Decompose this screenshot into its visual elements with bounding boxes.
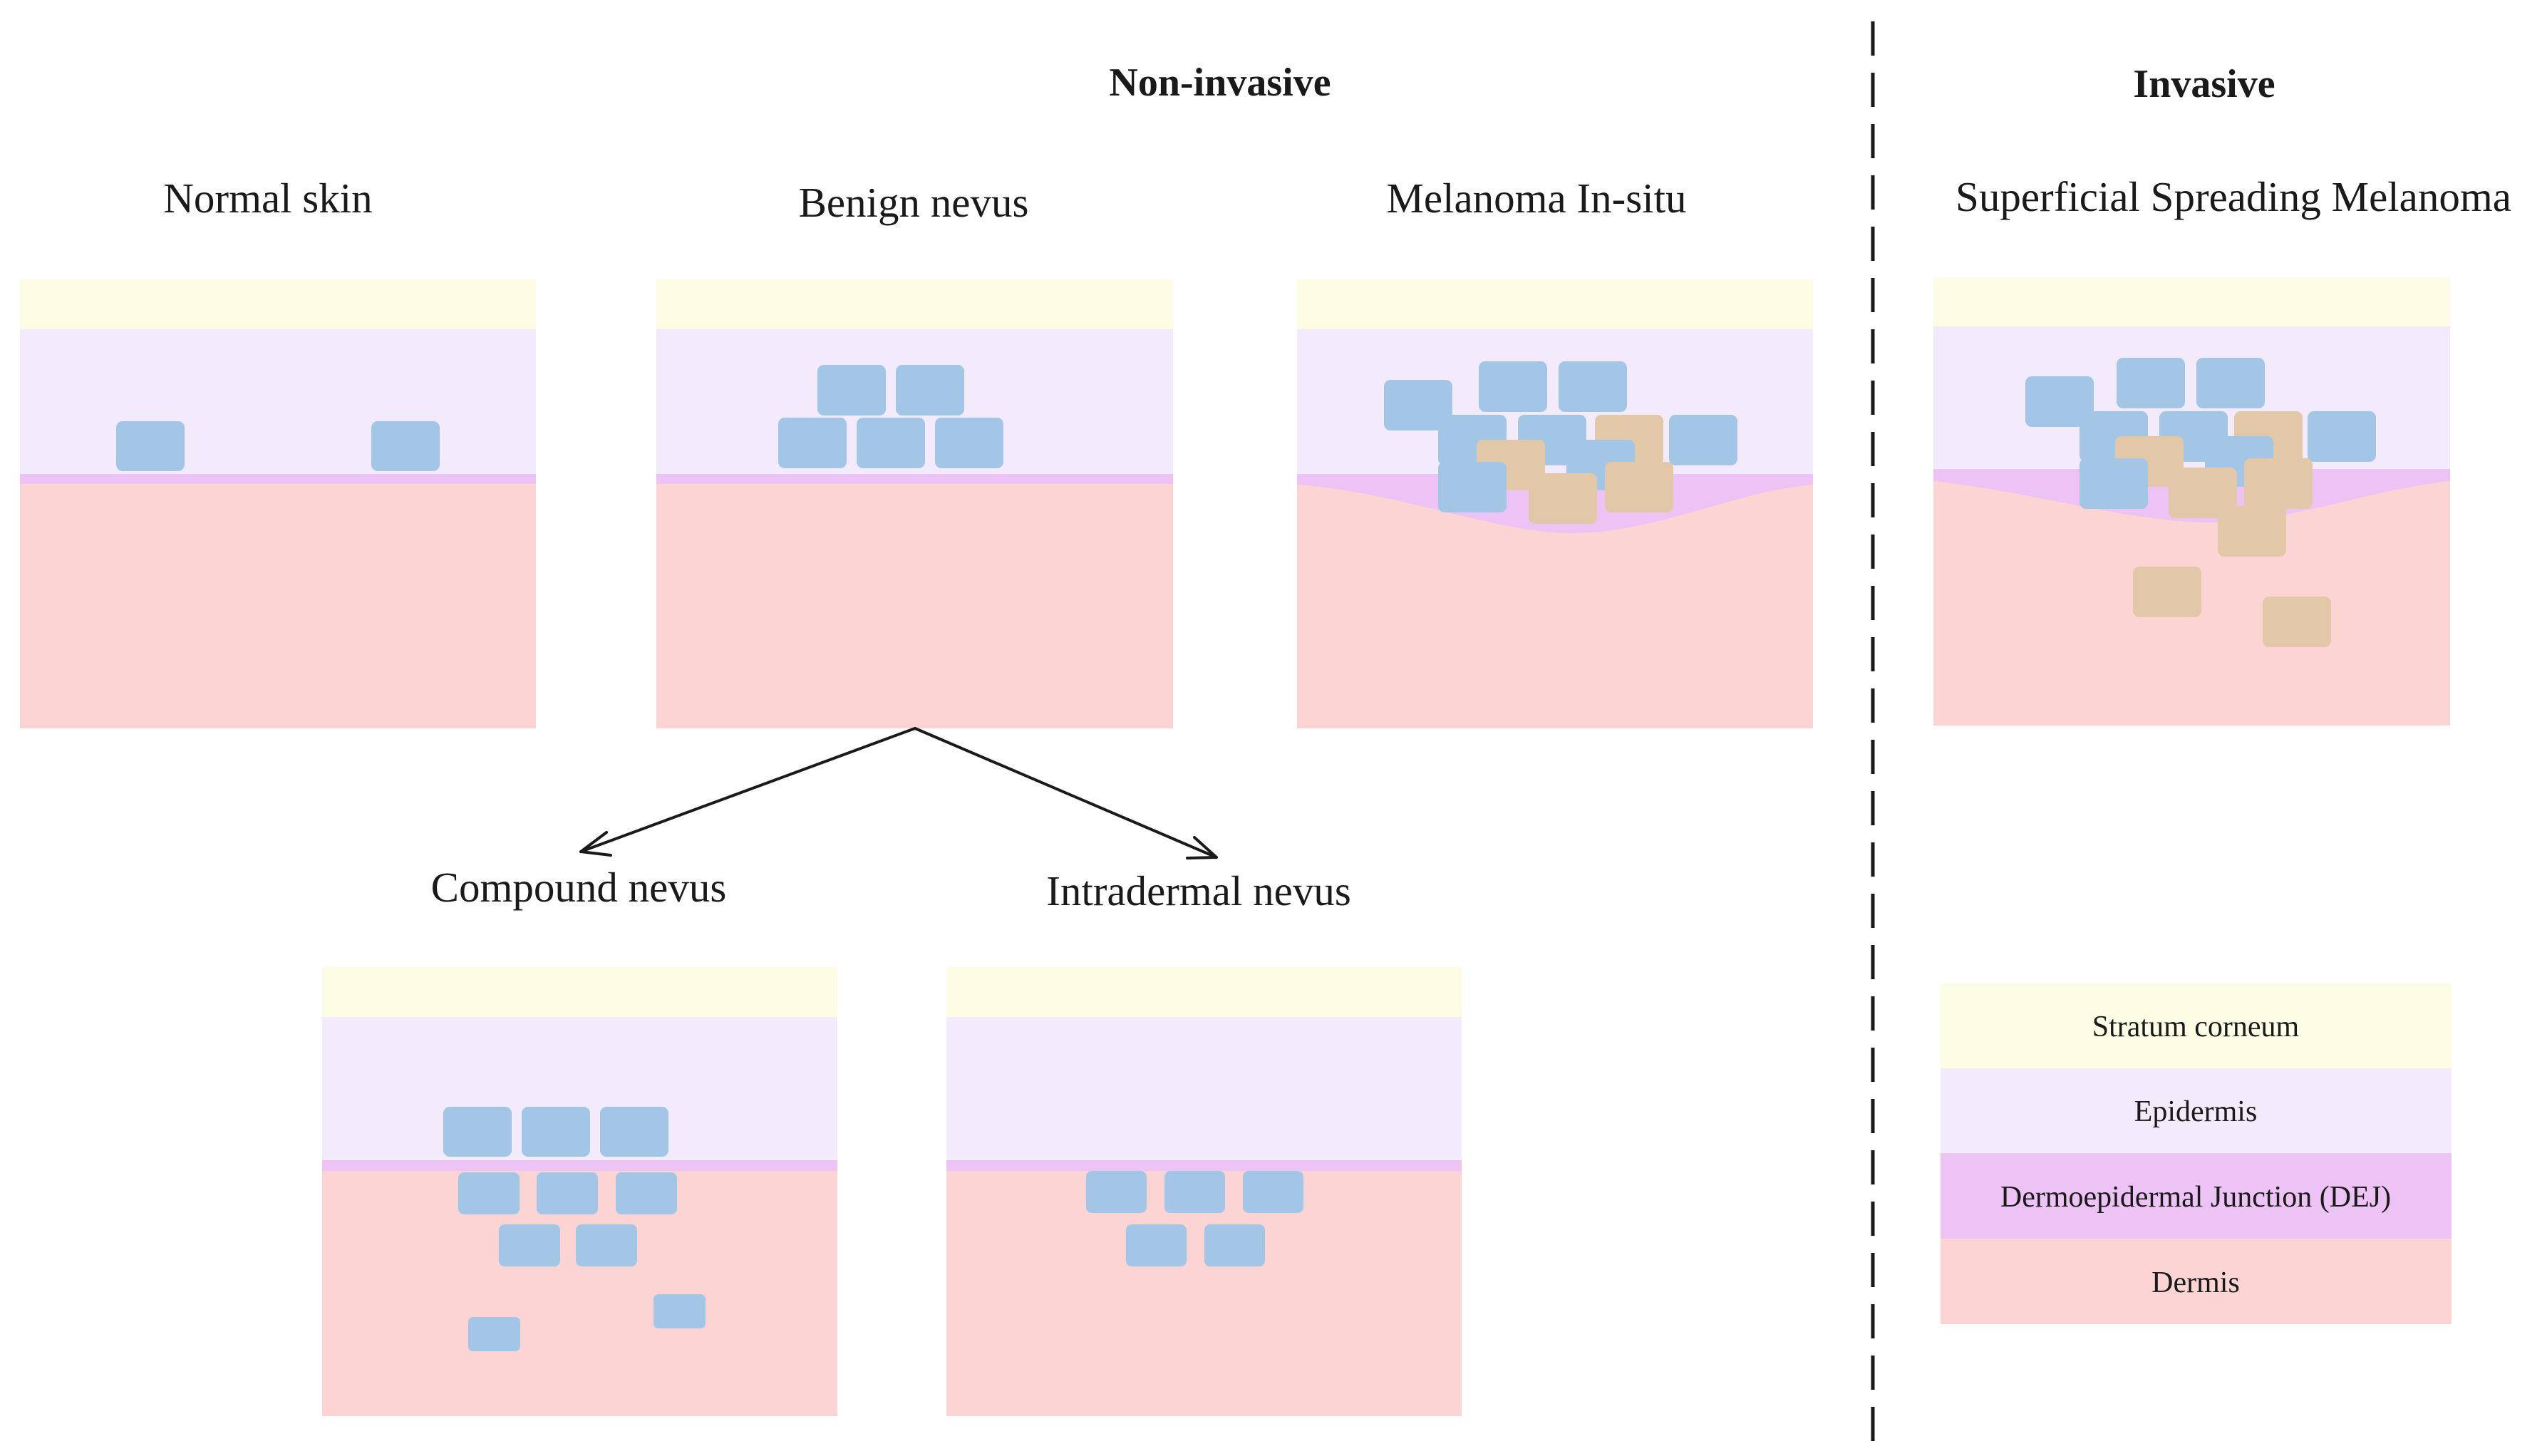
panel-title-normal-skin: Normal skin <box>163 175 372 222</box>
dermis-layer <box>656 484 1173 728</box>
section-title-invasive: Invasive <box>2133 62 2275 106</box>
panel-benign-nevus <box>656 279 1173 728</box>
melanoma-cell <box>2133 567 2201 617</box>
legend-swatch-dermis <box>1941 1239 2452 1324</box>
nevus-cell <box>1086 1171 1147 1213</box>
panel-title-melanoma-in-situ: Melanoma In-situ <box>1386 175 1686 222</box>
melanoma-cell <box>1605 462 1673 512</box>
nevus-cell <box>857 418 925 468</box>
stratum-corneum-layer <box>322 967 837 1017</box>
panel-intradermal-nevus <box>946 967 1462 1416</box>
dej-layer <box>946 1160 1462 1171</box>
nevus-cell <box>522 1107 590 1157</box>
stratum-corneum-layer <box>1297 279 1813 329</box>
panel-normal-skin <box>20 279 536 728</box>
nevus-cell <box>653 1294 706 1328</box>
panel-title-superficial-spreading-melanoma: Superficial Spreading Melanoma <box>1956 173 2511 220</box>
nevus-cell <box>600 1107 668 1157</box>
nevus-cell <box>1204 1224 1265 1266</box>
legend-label-dermis: Dermis <box>2151 1266 2240 1299</box>
nevus-cell <box>1559 361 1627 412</box>
section-title-non-invasive: Non-invasive <box>1109 61 1331 105</box>
nevus-cell <box>468 1317 520 1351</box>
stratum-corneum-layer <box>20 279 536 329</box>
nevus-cell <box>371 421 440 471</box>
legend-label-dej: Dermoepidermal Junction (DEJ) <box>2000 1181 2391 1214</box>
nevus-cell <box>2117 358 2185 408</box>
panel-title-benign-nevus: Benign nevus <box>799 179 1029 226</box>
nevus-cell <box>458 1172 520 1214</box>
melanoma-cell <box>1529 473 1597 524</box>
nevus-cell <box>576 1224 637 1266</box>
layer-legend: Stratum corneum Epidermis Dermoepidermal… <box>1941 983 2452 1324</box>
panel-compound-nevus <box>322 967 837 1416</box>
nevus-cell <box>1164 1171 1225 1213</box>
epidermis-layer <box>20 329 536 474</box>
stratum-corneum-layer <box>656 279 1173 329</box>
panel-melanoma-in-situ <box>1297 279 1813 728</box>
dej-layer <box>322 1160 837 1171</box>
legend-swatch-dej <box>1941 1153 2452 1239</box>
legend-label-stratum-corneum: Stratum corneum <box>2092 1011 2300 1043</box>
nevus-cell <box>1243 1171 1303 1213</box>
stratum-corneum-layer <box>946 967 1462 1017</box>
nevus-cell <box>1384 380 1452 430</box>
nevus-cell <box>935 418 1003 468</box>
dej-layer <box>656 474 1173 484</box>
epidermis-layer <box>946 1017 1462 1160</box>
nevus-cell <box>1479 361 1547 412</box>
nevus-cell <box>1669 415 1737 465</box>
melanoma-cell <box>2263 597 2331 647</box>
nevus-cell <box>896 365 964 415</box>
legend-swatch-epidermis <box>1941 1068 2452 1153</box>
nevus-cell <box>2025 376 2094 427</box>
panel-title-compound-nevus: Compound nevus <box>431 864 727 911</box>
nevus-cell <box>616 1172 677 1214</box>
nevus-cell <box>116 421 185 471</box>
nevus-cell <box>537 1172 598 1214</box>
nevus-cell <box>1438 462 1507 512</box>
panel-superficial-spreading-melanoma <box>1933 278 2450 726</box>
nevus-cell <box>2196 358 2265 408</box>
nevus-cell <box>2308 411 2376 462</box>
legend-swatch-stratum-corneum <box>1941 983 2452 1068</box>
arrow-to-intradermal-nevus <box>914 727 1218 859</box>
nevus-cell <box>1126 1224 1187 1266</box>
branch-arrows <box>579 727 1218 859</box>
nevus-cell <box>2080 458 2148 509</box>
arrow-to-compound-nevus <box>579 727 916 857</box>
dermis-layer <box>20 484 536 728</box>
dermis-layer <box>1297 485 1813 728</box>
melanoma-cell <box>2169 468 2237 518</box>
stratum-corneum-layer <box>1933 278 2450 326</box>
legend-label-epidermis: Epidermis <box>2134 1095 2258 1128</box>
dej-layer <box>20 474 536 484</box>
nevus-cell <box>499 1224 560 1266</box>
melanoma-cell <box>2218 506 2286 557</box>
nevus-cell <box>443 1107 512 1157</box>
panel-title-intradermal-nevus: Intradermal nevus <box>1046 867 1351 914</box>
melanoma-cell <box>2244 458 2313 509</box>
nevus-cell <box>817 365 886 415</box>
nevus-cell <box>778 418 847 468</box>
